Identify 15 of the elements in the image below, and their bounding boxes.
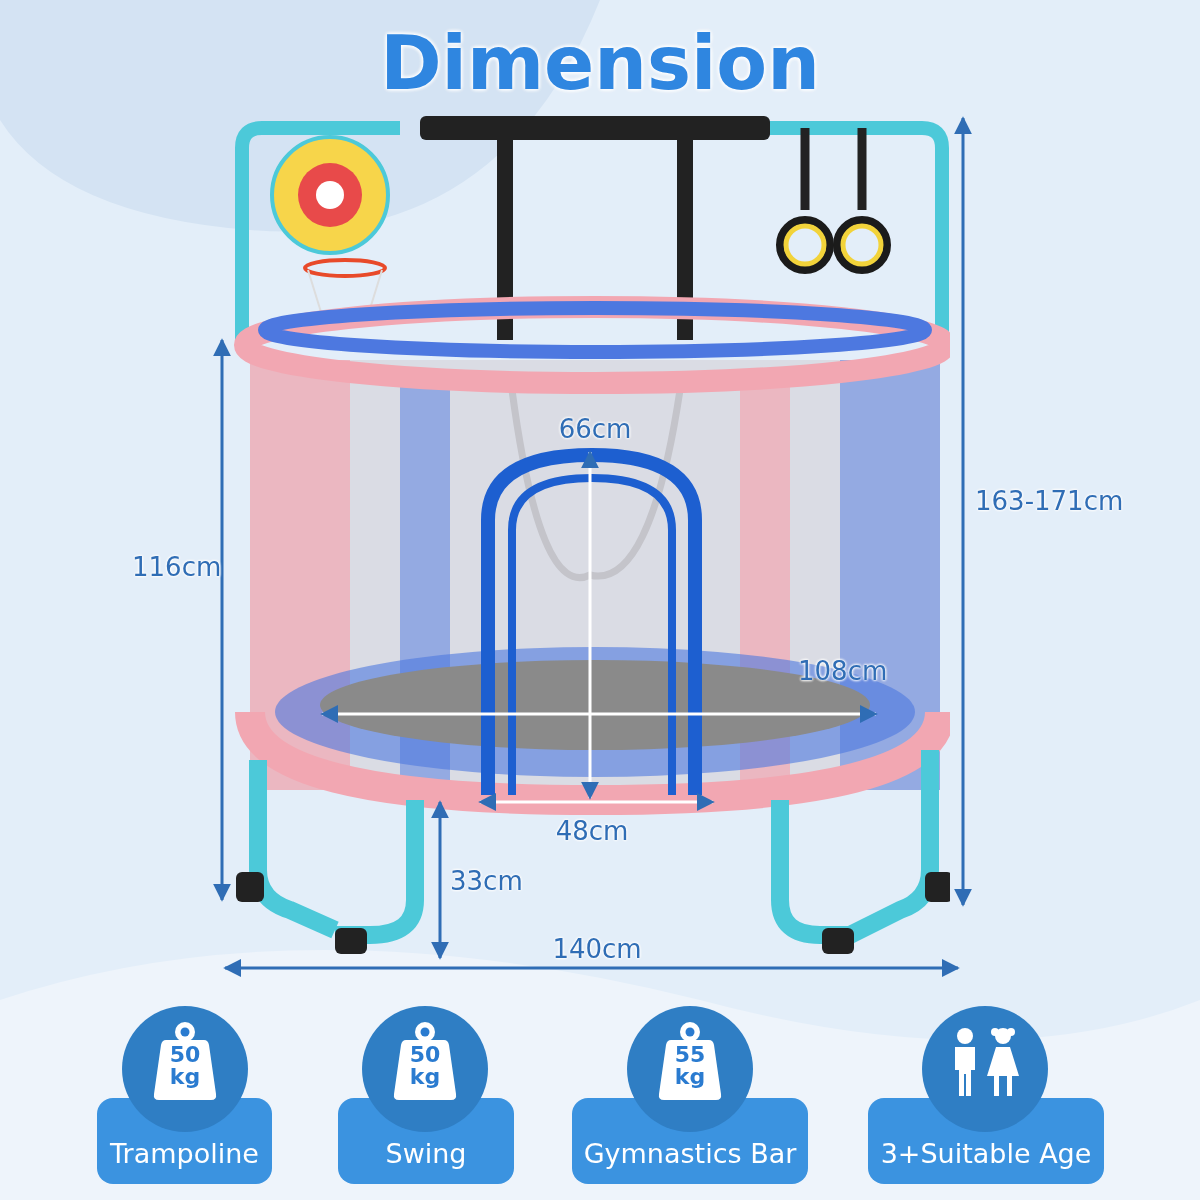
dimension-label: 66cm [558,413,632,446]
dimension-label: 116cm [132,551,222,584]
dimension-label: 163-171cm [975,485,1124,518]
title: Dimension [379,19,821,108]
dimension-label: 33cm [450,865,523,898]
dimension-label: 48cm [555,815,629,848]
dimension-label: 140cm [552,933,642,966]
feature-label: Gymnastics Bar [582,1137,798,1171]
weight-value: 55 kg [673,1044,707,1088]
feature-label: Trampoline [109,1137,260,1171]
feature-label: 3+Suitable Age [879,1137,1093,1171]
weight-value: 50 kg [408,1044,442,1088]
weight-value: 50 kg [168,1044,202,1088]
feature-label: Swing [384,1137,468,1171]
dimension-label: 108cm [798,655,888,688]
